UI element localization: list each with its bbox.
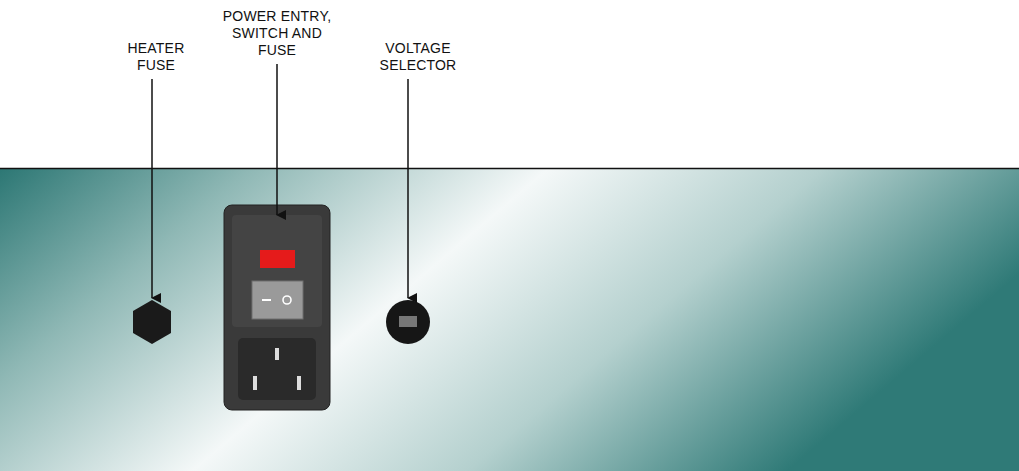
panel-surface (0, 168, 1019, 471)
inlet-pin (297, 376, 301, 390)
power-entry-module (224, 205, 330, 410)
leader-arrow (276, 64, 278, 215)
selector-window (399, 316, 417, 327)
inlet-pin (253, 376, 257, 390)
leader-arrow (407, 79, 409, 298)
rocker-switch (252, 281, 303, 319)
voltage-selector (386, 300, 430, 344)
callout-label: POWER ENTRY, SWITCH AND FUSE (221, 8, 333, 59)
callout-label: HEATER FUSE (118, 40, 194, 74)
panel-edge (0, 168, 1019, 170)
switch-on-mark (283, 296, 291, 304)
switch-bezel (232, 215, 322, 327)
iec-inlet (238, 338, 316, 400)
fuse-drawer (260, 250, 295, 268)
switch-off-mark (262, 299, 271, 301)
callout-label: VOLTAGE SELECTOR (370, 40, 466, 74)
heater-fuse-cap (133, 300, 171, 344)
leader-arrow (151, 79, 153, 298)
inlet-pin (275, 348, 279, 360)
